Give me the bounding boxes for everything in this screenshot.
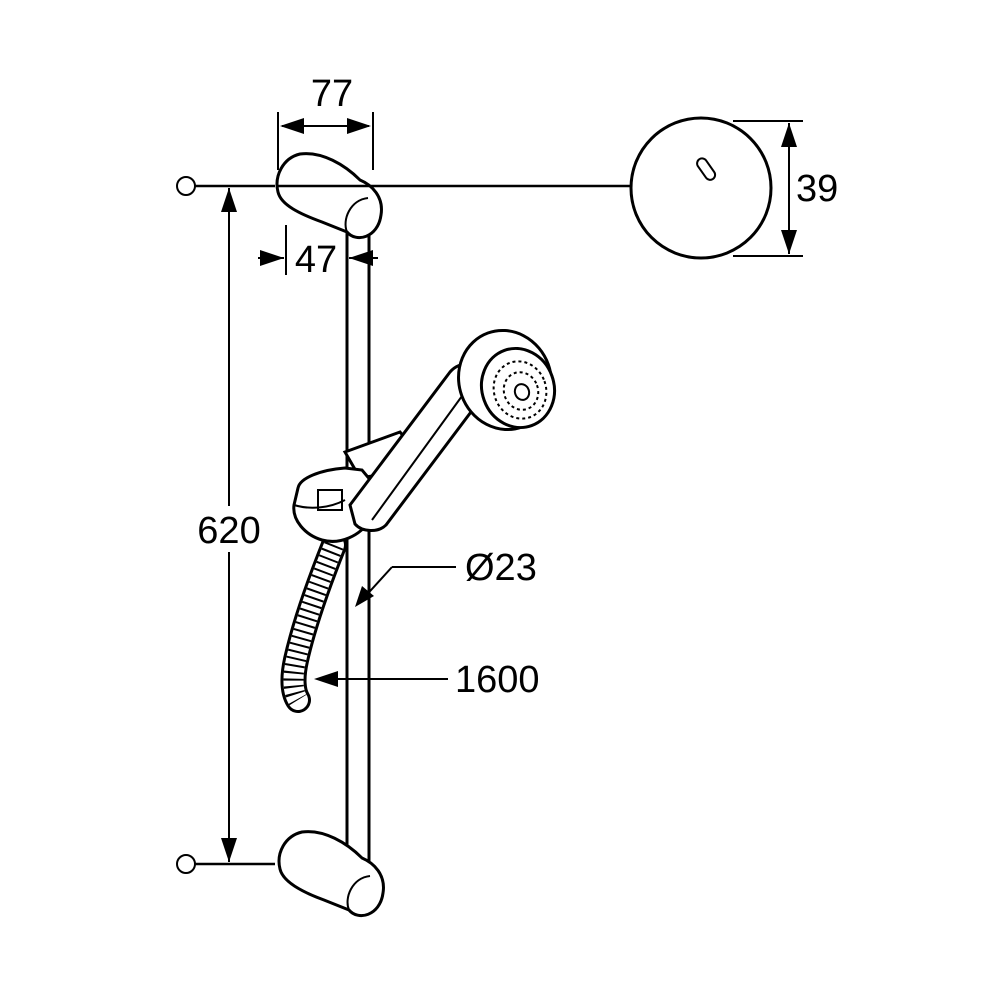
dimension-39-label: 39 [796, 168, 838, 210]
top-wall-holder [275, 152, 632, 240]
slide-rail-bar [345, 228, 371, 870]
hose-length-label: 1600 [455, 659, 540, 701]
dimension-620-label: 620 [197, 510, 260, 552]
shower-hose [280, 532, 347, 713]
bottom-wall-fixing-symbol [176, 854, 275, 874]
dimension-77: 77 [277, 73, 374, 170]
leader-hose-length: 1600 [314, 659, 540, 701]
bottom-wall-holder [277, 830, 385, 918]
bar-diameter-label: Ø23 [465, 547, 537, 589]
dimension-77-label: 77 [311, 73, 353, 115]
wall-plate [629, 116, 773, 260]
hand-shower [348, 328, 556, 532]
dimension-47: 47 [258, 225, 378, 281]
leader-bar-diameter: Ø23 [355, 547, 537, 607]
dimension-47-label: 47 [295, 239, 337, 281]
dimension-39: 39 [733, 120, 838, 257]
top-wall-fixing-symbol [176, 176, 275, 196]
dimension-620: 620 [186, 188, 272, 862]
